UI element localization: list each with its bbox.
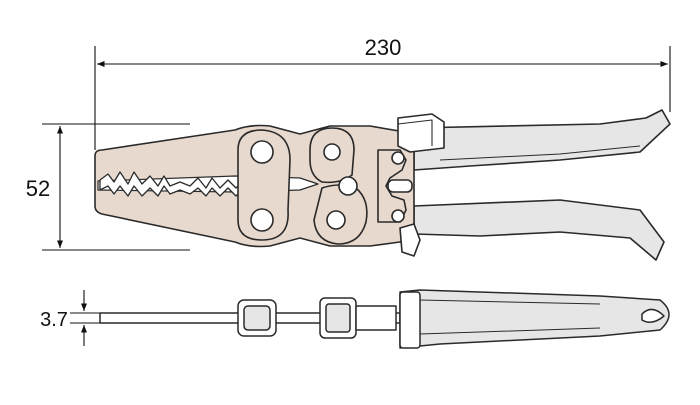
width-dimension xyxy=(42,123,190,251)
upper-handle-grip xyxy=(413,109,671,171)
link-hole-1 xyxy=(323,143,341,161)
side-linkage-bolt xyxy=(325,303,351,333)
length-label: 230 xyxy=(365,35,402,60)
upper-handle-collar-face xyxy=(397,119,433,146)
link-hole-3 xyxy=(326,210,346,230)
thickness-dimension xyxy=(70,290,100,346)
hang-hole xyxy=(641,308,665,323)
tool-side-view xyxy=(99,289,670,349)
side-handle-inner xyxy=(419,299,601,335)
ratchet-hole-upper xyxy=(391,151,405,165)
side-handle-grip xyxy=(399,289,670,349)
side-pivot-bolt xyxy=(243,305,271,331)
lower-handle-grip xyxy=(413,199,665,261)
ratchet-hole-lower xyxy=(391,209,405,223)
pivot-hole-upper xyxy=(250,140,274,164)
width-label: 52 xyxy=(26,176,50,201)
thickness-label: 3.7 xyxy=(40,309,68,331)
lower-handle-collar xyxy=(399,223,421,257)
side-link-bar xyxy=(355,305,397,331)
side-handle-collar xyxy=(399,291,421,349)
ratchet-release xyxy=(387,179,413,193)
tool-top-view xyxy=(94,109,671,261)
link-hole-2 xyxy=(338,176,358,196)
length-dimension xyxy=(94,46,671,150)
pivot-plate xyxy=(237,129,291,241)
upper-handle-collar xyxy=(397,113,445,153)
pivot-hole-lower xyxy=(250,208,274,232)
upper-handle-edge xyxy=(439,145,641,161)
